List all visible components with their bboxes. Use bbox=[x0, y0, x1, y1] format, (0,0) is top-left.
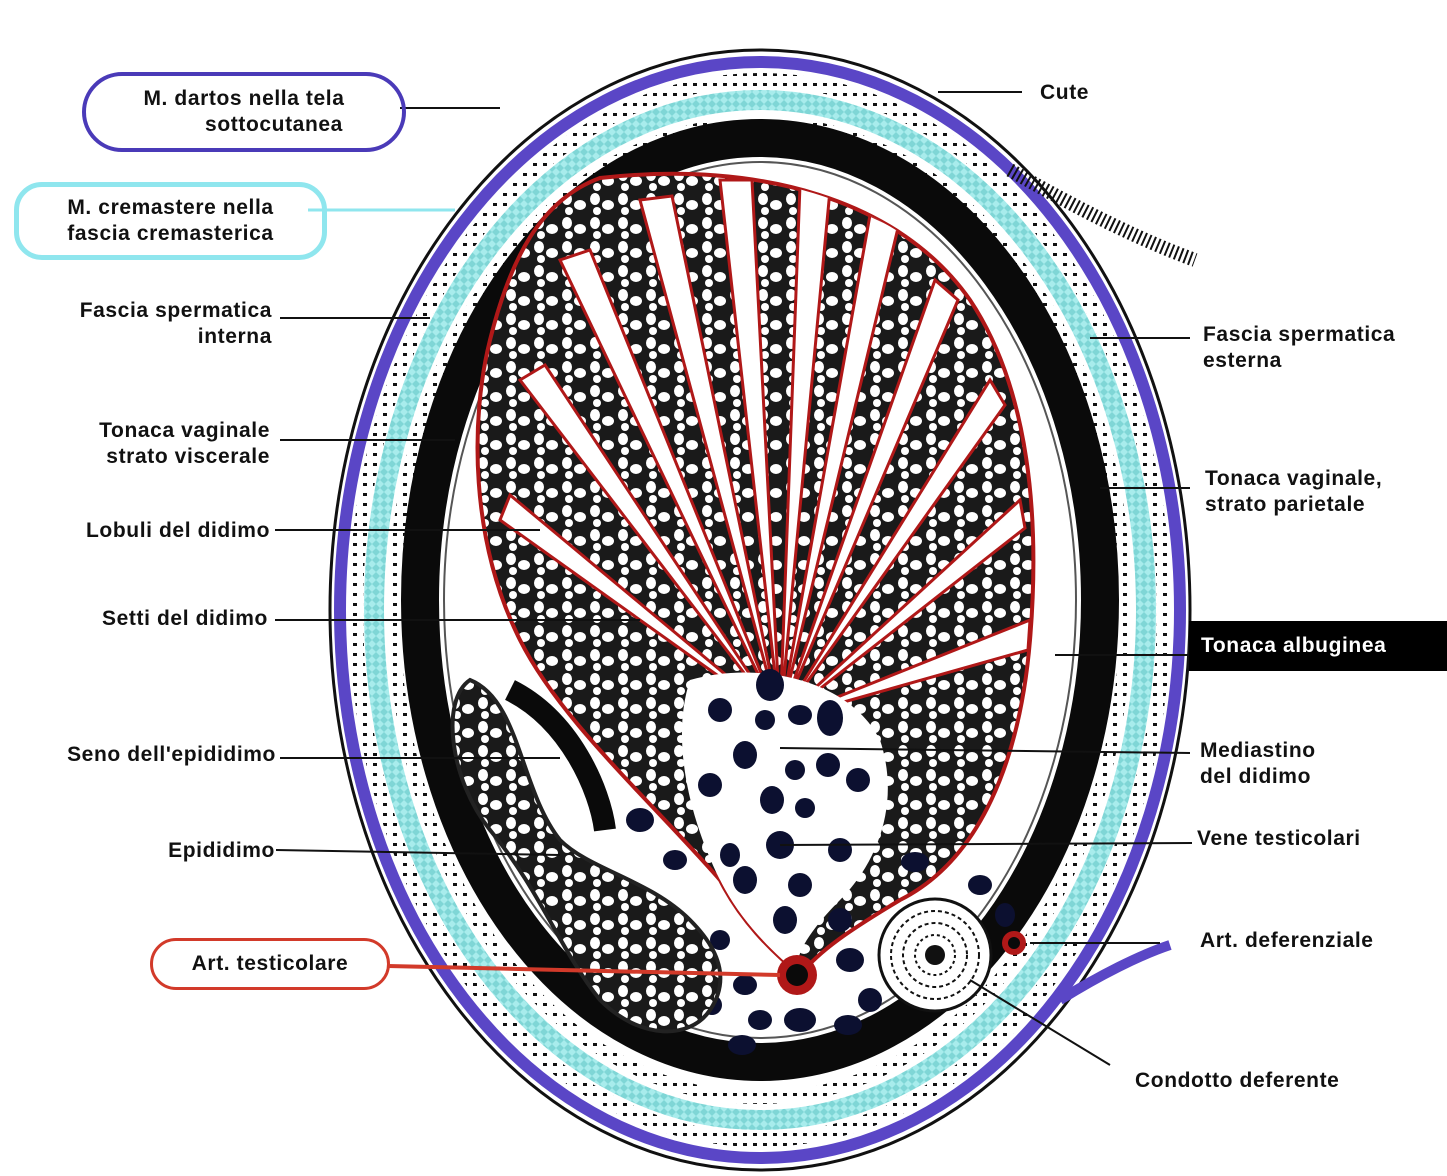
callout-art-testicolare: Art. testicolare bbox=[150, 938, 390, 990]
label-cute: Cute bbox=[1040, 80, 1089, 106]
label-tonaca-vaginale-parietale: Tonaca vaginale, strato parietale bbox=[1205, 466, 1382, 518]
label-dartos-line1: M. dartos nella tela bbox=[104, 86, 384, 112]
label-cremastere-line1: M. cremastere nella bbox=[33, 195, 308, 221]
callout-cremastere: M. cremastere nella fascia cremasterica bbox=[14, 182, 327, 260]
label-tvp-line1: Tonaca vaginale, bbox=[1205, 466, 1382, 492]
label-art-deferenziale: Art. deferenziale bbox=[1200, 928, 1374, 954]
label-mediastino: Mediastino del didimo bbox=[1200, 738, 1316, 790]
label-seno-epididimo: Seno dell'epididimo bbox=[8, 742, 276, 768]
label-mediastino-line1: Mediastino bbox=[1200, 738, 1316, 764]
callout-dartos: M. dartos nella tela sottocutanea bbox=[82, 72, 406, 152]
label-condotto-deferente: Condotto deferente bbox=[1135, 1068, 1339, 1094]
label-fse-line1: Fascia spermatica bbox=[1203, 322, 1395, 348]
label-mediastino-line2: del didimo bbox=[1200, 764, 1316, 790]
label-fse-line2: esterna bbox=[1203, 348, 1395, 374]
label-cremastere-line2: fascia cremasterica bbox=[33, 221, 308, 247]
label-vene-testicolari: Vene testicolari bbox=[1197, 826, 1361, 852]
label-tvp-line2: strato parietale bbox=[1205, 492, 1382, 518]
deferential-artery bbox=[1002, 931, 1026, 955]
label-tvv-line2: strato viscerale bbox=[20, 444, 270, 470]
label-tvv-line1: Tonaca vaginale bbox=[20, 418, 270, 444]
label-tonaca-vaginale-viscerale: Tonaca vaginale strato viscerale bbox=[20, 418, 270, 470]
label-fascia-spermatica-esterna: Fascia spermatica esterna bbox=[1203, 322, 1395, 374]
label-epididimo: Epididimo bbox=[20, 838, 275, 864]
label-lobuli: Lobuli del didimo bbox=[20, 518, 270, 544]
label-dartos-line2: sottocutanea bbox=[104, 112, 384, 138]
label-fascia-spermatica-interna: Fascia spermatica interna bbox=[20, 298, 272, 350]
label-fsi-line2: interna bbox=[20, 324, 272, 350]
label-fsi-line1: Fascia spermatica bbox=[20, 298, 272, 324]
vas-deferens bbox=[879, 899, 991, 1011]
label-setti: Setti del didimo bbox=[20, 606, 268, 632]
label-tonaca-albuginea: Tonaca albuginea bbox=[1189, 621, 1447, 671]
testicular-artery bbox=[777, 955, 817, 995]
